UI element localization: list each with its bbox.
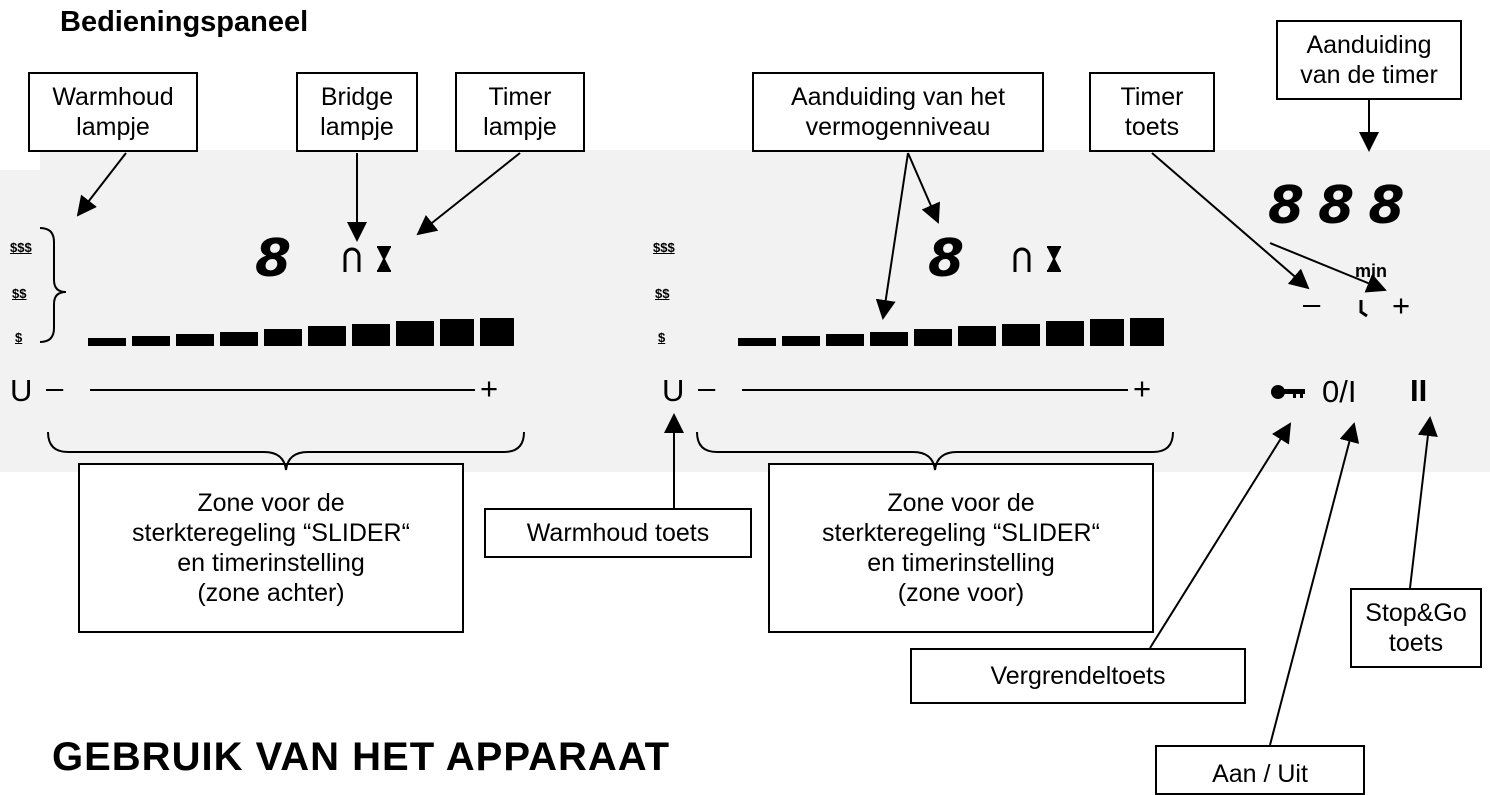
heat-level-3-icon: $$$ xyxy=(10,240,32,255)
lock-key-icon xyxy=(1271,385,1305,399)
timer-plus-button[interactable]: + xyxy=(1392,288,1411,323)
power-level-digit-front: 8 xyxy=(928,229,965,289)
label-timer-toets: Timer toets xyxy=(1089,72,1215,152)
keep-warm-button[interactable]: U xyxy=(10,373,33,408)
slider-minus-back[interactable]: – xyxy=(46,370,64,405)
zone-brace-back xyxy=(47,431,525,471)
heat-level-1-icon: $ xyxy=(658,330,666,345)
panel-corner xyxy=(0,150,40,170)
section-heading: GEBRUIK VAN HET APPARAAT xyxy=(52,735,671,779)
label-zone-achter: Zone voor de sterkteregeling “SLIDER“ en… xyxy=(78,463,464,633)
heat-level-1-icon: $ xyxy=(15,330,23,345)
timer-clock-icon xyxy=(1359,300,1368,318)
timer-lamp-icon xyxy=(1047,246,1061,272)
heat-level-3-icon: $$$ xyxy=(653,240,675,255)
power-level-digit-back: 8 xyxy=(255,229,292,289)
label-vergrendeltoets: Vergrendeltoets xyxy=(910,648,1246,704)
stop-go-button[interactable]: II xyxy=(1410,373,1428,408)
label-aanduiding-timer: Aanduiding van de timer xyxy=(1276,20,1462,100)
slider-plus-front[interactable]: + xyxy=(1133,371,1152,406)
label-timer-lampje: Timer lampje xyxy=(455,72,585,152)
callout-arrows xyxy=(76,100,1438,746)
label-aanduiding-vermogen: Aanduiding van het vermogenniveau xyxy=(752,72,1044,152)
timer-lamp-icon xyxy=(377,246,391,272)
timer-minus-button[interactable]: – xyxy=(1303,286,1321,321)
label-warmhoud-lampje: Warmhoud lampje xyxy=(28,72,198,152)
slider-plus-back[interactable]: + xyxy=(480,371,499,406)
power-bars-front xyxy=(738,318,1164,346)
label-bridge-lampje: Bridge lampje xyxy=(296,72,418,152)
zone-brace-front xyxy=(696,431,1174,471)
label-zone-voor: Zone voor de sterkteregeling “SLIDER“ en… xyxy=(768,463,1154,633)
label-warmhoud-toets: Warmhoud toets xyxy=(484,508,752,558)
heat-level-2-icon: $$ xyxy=(12,286,27,301)
slider-minus-front[interactable]: – xyxy=(698,370,716,405)
timer-digits: 888 xyxy=(1268,176,1419,236)
power-bars-back xyxy=(88,318,514,346)
keep-warm-button[interactable]: U xyxy=(662,373,685,408)
heat-level-brace xyxy=(39,227,67,343)
heat-level-2-icon: $$ xyxy=(655,286,670,301)
on-off-button[interactable]: 0/I xyxy=(1322,374,1357,409)
bridge-lamp-icon xyxy=(1013,247,1031,272)
bridge-lamp-icon xyxy=(343,247,361,272)
label-stop-go: Stop&Go toets xyxy=(1350,588,1482,668)
control-panel-background xyxy=(0,150,1490,472)
page-title: Bedieningspaneel xyxy=(60,6,309,38)
